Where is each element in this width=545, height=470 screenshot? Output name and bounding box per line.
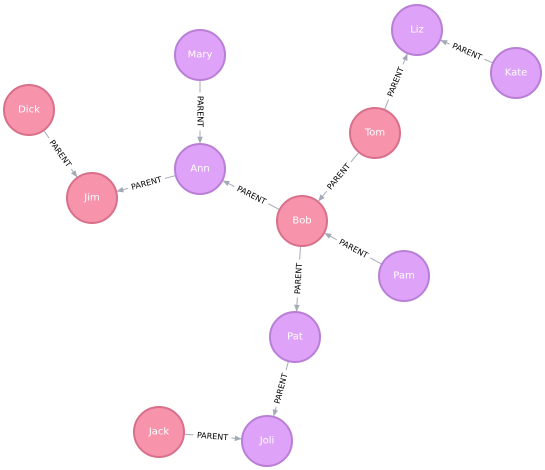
edge-arrow (116, 186, 129, 193)
edge-arrow (70, 168, 78, 178)
node-circle[interactable] (3, 84, 55, 136)
edge-tom-liz[interactable]: PARENT (383, 53, 408, 111)
edge-pat-joli[interactable]: PARENT (272, 361, 290, 417)
node-circle[interactable] (174, 29, 226, 81)
edge-label: PARENT (47, 138, 73, 169)
edge-label: PARENT (197, 431, 229, 443)
node-label: Kate (505, 68, 528, 79)
node-joli[interactable]: Joli (241, 415, 293, 467)
edge-pam-bob[interactable]: PARENT (324, 232, 383, 265)
node-circle[interactable] (66, 172, 118, 224)
edge-line (299, 245, 301, 260)
edge-label: PARENT (293, 263, 304, 295)
edge-label: PARENT (235, 184, 267, 206)
node-dick[interactable]: Dick (3, 84, 55, 136)
edge-line (183, 433, 194, 436)
edge-kate-liz[interactable]: PARENT (440, 39, 494, 64)
node-bob[interactable]: Bob (276, 195, 328, 247)
node-circle[interactable] (133, 406, 185, 458)
edge-label: PARENT (451, 41, 483, 62)
node-circle[interactable] (269, 311, 321, 363)
edge-jack-joli[interactable]: PARENT (183, 431, 242, 443)
node-jack[interactable]: Jack (133, 406, 185, 458)
edge-line (383, 99, 390, 111)
edge-tom-bob[interactable]: PARENT (318, 151, 360, 202)
edge-arrow (440, 39, 450, 46)
node-liz[interactable]: Liz (391, 4, 443, 56)
node-label: Joli (259, 436, 275, 447)
edge-line (43, 130, 50, 139)
edge-arrow (294, 297, 300, 312)
edge-line (164, 175, 176, 179)
node-circle[interactable] (378, 250, 430, 302)
node-pat[interactable]: Pat (269, 311, 321, 363)
edge-line (285, 361, 289, 371)
node-label: Ann (190, 164, 210, 175)
node-circle[interactable] (490, 47, 542, 99)
node-mary[interactable]: Mary (174, 29, 226, 81)
node-tom[interactable]: Tom (349, 107, 401, 159)
edges-layer: PARENT PARENT PARENT PARENT PARENT PARENT PARE… (43, 39, 494, 443)
edge-line (268, 203, 280, 211)
edge-label: PARENT (196, 96, 205, 127)
edge-label: PARENT (273, 372, 290, 405)
edge-label: PARENT (338, 237, 370, 260)
edge-arrow (222, 180, 235, 188)
edge-mary-ann[interactable]: PARENT (196, 80, 205, 144)
edge-label: PARENT (130, 175, 163, 192)
edge-dick-jim[interactable]: PARENT (43, 130, 78, 178)
node-pam[interactable]: Pam (378, 250, 430, 302)
edge-label: PARENT (386, 66, 406, 98)
edge-label: PARENT (325, 162, 352, 192)
node-label: Bob (292, 216, 311, 227)
node-label: Dick (18, 105, 40, 116)
node-circle[interactable] (241, 415, 293, 467)
node-ann[interactable]: Ann (174, 143, 226, 195)
node-label: Tom (364, 128, 385, 139)
edge-arrow (402, 53, 408, 65)
edge-arrow (231, 435, 242, 442)
node-circle[interactable] (349, 107, 401, 159)
edge-ann-jim[interactable]: PARENT (116, 175, 176, 193)
node-label: Pat (287, 332, 303, 343)
node-label: Pam (393, 271, 414, 282)
node-jim[interactable]: Jim (66, 172, 118, 224)
edge-arrow (272, 406, 279, 417)
node-label: Liz (410, 25, 424, 36)
edge-line (484, 58, 494, 64)
node-circle[interactable] (174, 143, 226, 195)
edge-line (369, 257, 383, 265)
node-circle[interactable] (391, 4, 443, 56)
node-label: Mary (188, 50, 213, 61)
edge-bob-pat[interactable]: PARENT (293, 245, 304, 312)
edge-bob-ann[interactable]: PARENT (222, 180, 280, 211)
edge-line (350, 151, 360, 163)
node-kate[interactable]: Kate (490, 47, 542, 99)
node-label: Jack (148, 427, 170, 438)
edge-arrow (318, 190, 328, 202)
edge-arrow (324, 232, 337, 241)
node-circle[interactable] (276, 195, 328, 247)
node-label: Jim (83, 193, 99, 204)
